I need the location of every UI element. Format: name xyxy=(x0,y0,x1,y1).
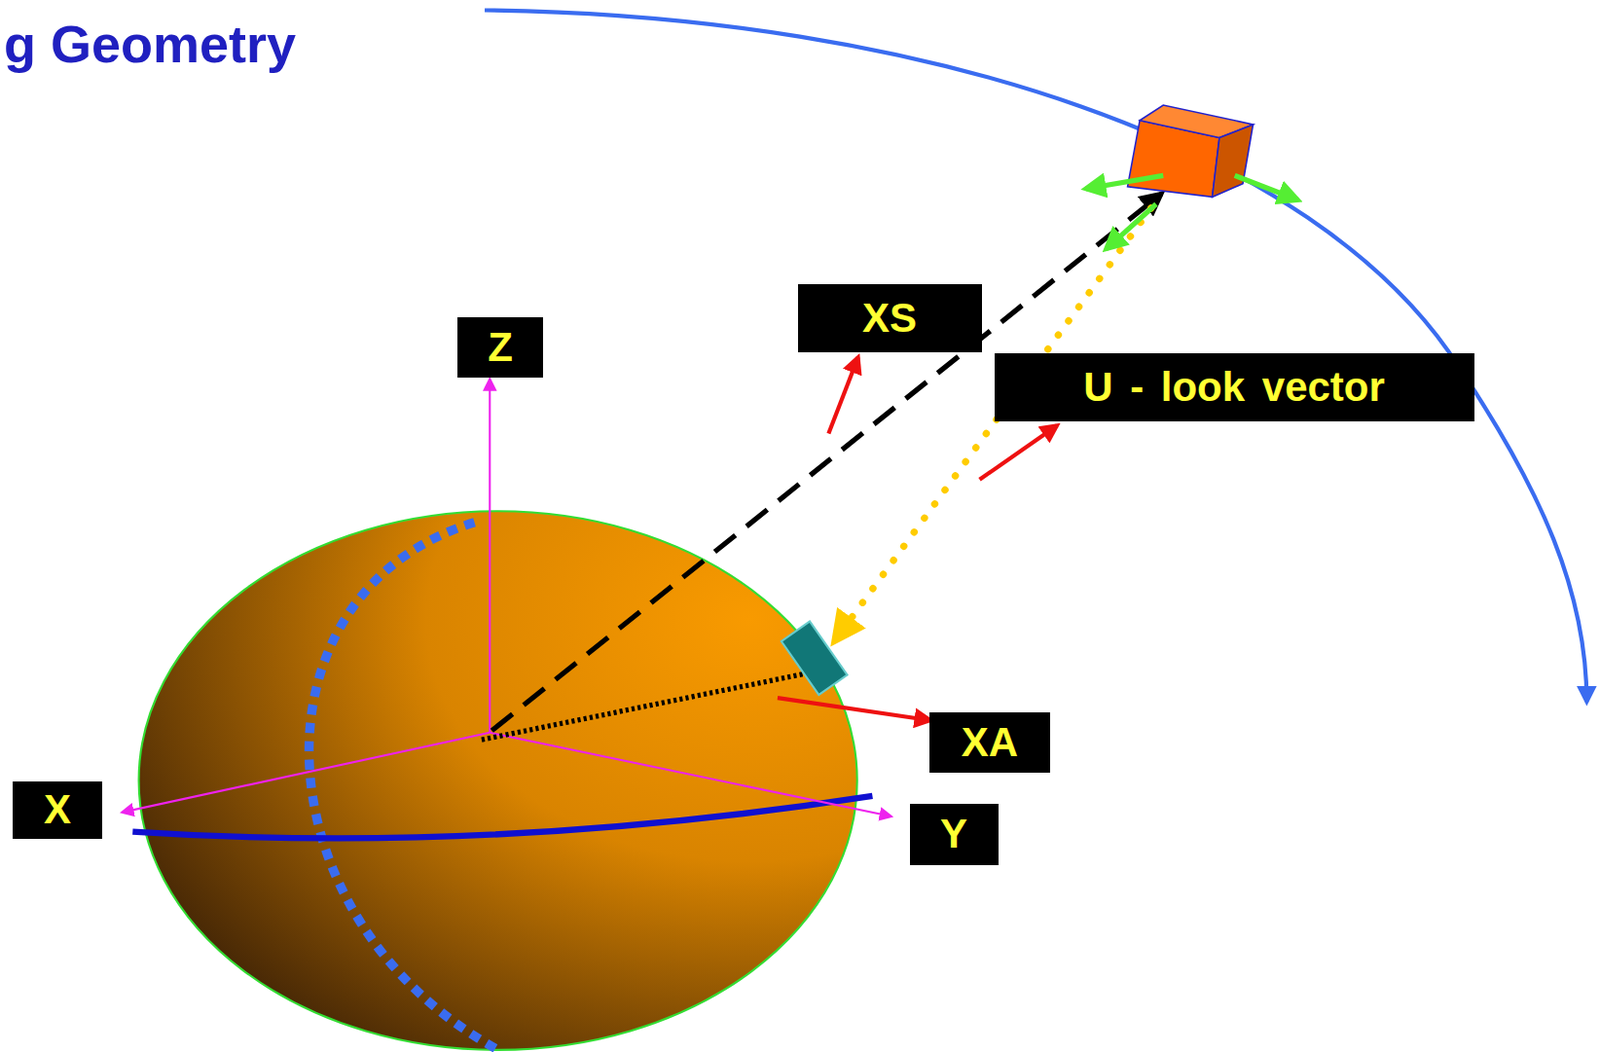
ground-position-vector xyxy=(481,673,806,740)
look-vector-line xyxy=(835,208,1152,642)
axis-label: X xyxy=(43,789,72,831)
axis-label: U - look vector xyxy=(1083,366,1385,408)
axis-label-box: X xyxy=(12,781,103,839)
ground-target xyxy=(781,621,848,695)
axis-label: Z xyxy=(487,327,513,368)
meridian xyxy=(309,522,501,1052)
z-axis xyxy=(488,379,491,733)
axis-label: XS xyxy=(862,297,917,339)
leader-arrow xyxy=(828,357,858,435)
axis-label: XA xyxy=(961,722,1019,764)
diagram-title: g Geometry xyxy=(3,13,296,74)
y-axis xyxy=(489,732,891,817)
equator xyxy=(132,796,873,839)
axis-label-box: XS xyxy=(798,284,982,353)
axis-label-box: XA xyxy=(929,712,1051,773)
x-axis xyxy=(122,732,490,813)
axis-label-box: Y xyxy=(909,803,999,866)
leader-arrow xyxy=(777,697,931,721)
velocity-arrow xyxy=(1086,175,1164,189)
nadir-arrow xyxy=(1106,204,1157,250)
velocity-arrow xyxy=(1235,175,1299,200)
axis-label-box: Z xyxy=(457,317,544,378)
earth-ellipsoid xyxy=(139,510,858,1051)
satellite xyxy=(1127,105,1254,197)
satellite-position-vector xyxy=(491,193,1162,731)
axis-label: Y xyxy=(940,813,968,855)
axis-label-box: U - look vector xyxy=(994,353,1475,422)
leader-arrow xyxy=(980,425,1058,480)
